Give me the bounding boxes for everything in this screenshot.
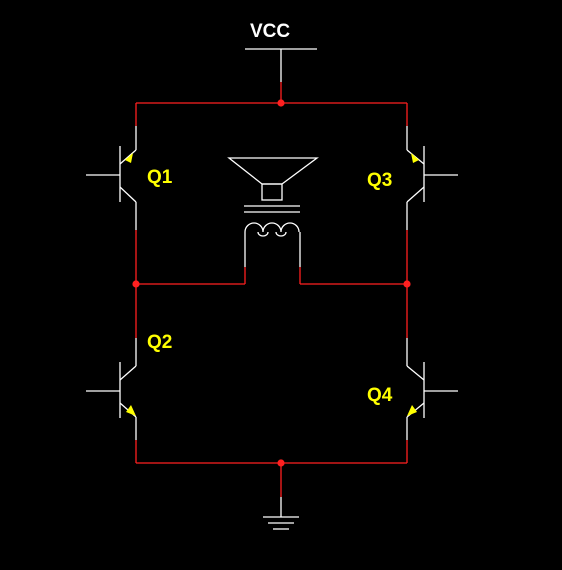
vcc-label: VCC: [250, 21, 290, 42]
junction-dot: [132, 280, 140, 288]
q2-emitter-arrow-icon: [126, 405, 136, 416]
q4-emitter-arrow-icon: [407, 405, 417, 416]
q4-label: Q4: [367, 385, 393, 406]
q3-emitter-arrow-icon: [411, 153, 419, 163]
q1-emitter-arrow-icon: [125, 153, 133, 163]
wire-junctions: [132, 99, 411, 467]
transistor-q2: [86, 338, 137, 440]
transistor-q4: [406, 338, 458, 440]
speaker-icon: [227, 157, 319, 213]
ground-symbol: [263, 497, 299, 530]
q2-label: Q2: [147, 332, 172, 353]
junction-dot: [277, 99, 285, 107]
transistor-q3: [406, 126, 458, 230]
q3-label: Q3: [367, 170, 392, 191]
speaker-coil-icon: [244, 222, 301, 267]
vcc-supply-symbol: [245, 48, 317, 82]
junction-dot: [277, 459, 285, 467]
junction-dot: [403, 280, 411, 288]
circuit-wires: [135, 82, 408, 497]
transistor-q1: [86, 126, 137, 230]
q1-label: Q1: [147, 167, 173, 188]
